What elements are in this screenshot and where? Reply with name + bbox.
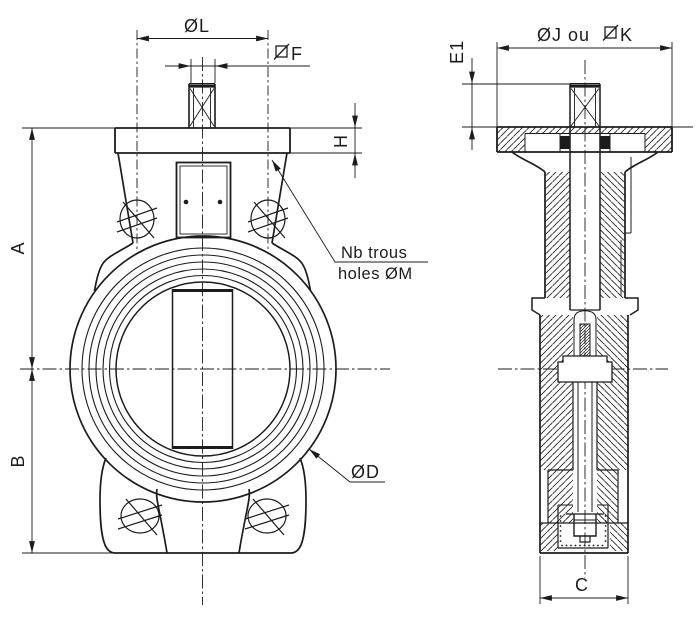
dimension-L: ØL — [137, 16, 268, 42]
window-dot-right — [217, 199, 223, 205]
cap-seal-stipple — [559, 515, 607, 547]
dim-label-JK-prefix: ØJ ou — [537, 25, 590, 45]
shaft-seal-left — [560, 136, 570, 149]
shaft-side — [569, 83, 601, 311]
shaft-top-front — [188, 83, 216, 128]
shaft-seal-right — [600, 136, 610, 149]
dimension-E1: E1 — [447, 40, 570, 150]
dim-label-H: H — [331, 134, 351, 148]
dimension-H: H — [331, 103, 358, 178]
dim-label-E1: E1 — [447, 40, 467, 64]
valve-disc — [171, 289, 234, 449]
top-flange — [22, 127, 362, 154]
dimension-A: A — [8, 128, 35, 369]
valve-neck — [93, 152, 312, 292]
holes-note-line1: Nb trous — [341, 244, 407, 262]
dim-label-B: B — [8, 454, 28, 467]
dim-label-JK-letter: K — [620, 25, 633, 45]
upper-lug-hole-right — [247, 199, 289, 239]
dim-label-L: ØL — [184, 16, 210, 36]
leader-body-diameter: ØD — [308, 448, 385, 483]
hub-internals — [547, 310, 619, 523]
leader-holes-note: Nb trous holes ØM — [271, 159, 428, 283]
holes-note-line2: holes ØM — [338, 265, 413, 283]
dim-label-F: F — [291, 44, 303, 64]
dimension-F: F — [165, 43, 310, 83]
dim-label-D: ØD — [351, 462, 380, 482]
neck-window — [175, 161, 232, 239]
square-symbol-icon — [273, 43, 290, 60]
dimension-JK: ØJ ou K — [496, 24, 673, 127]
upper-lug-hole-left — [116, 199, 158, 239]
side-top-flange — [462, 126, 693, 153]
bottom-lugs — [22, 457, 307, 554]
dim-label-C: C — [575, 575, 589, 595]
front-view-centerlines — [20, 57, 390, 605]
bottom-cap — [540, 504, 628, 554]
side-view: ØJ ou K E1 C — [447, 24, 693, 604]
lower-lug-hole-left — [117, 498, 163, 536]
lower-lug-hole-right — [244, 498, 290, 536]
side-neck — [511, 151, 659, 553]
dimension-C: C — [539, 556, 629, 604]
dimension-B: B — [8, 369, 35, 553]
square-symbol-icon — [602, 24, 619, 41]
dim-label-A: A — [8, 241, 28, 254]
valve-body-rings — [69, 235, 337, 503]
window-dot-left — [183, 199, 189, 205]
front-view: ØL F H A B — [8, 16, 428, 605]
